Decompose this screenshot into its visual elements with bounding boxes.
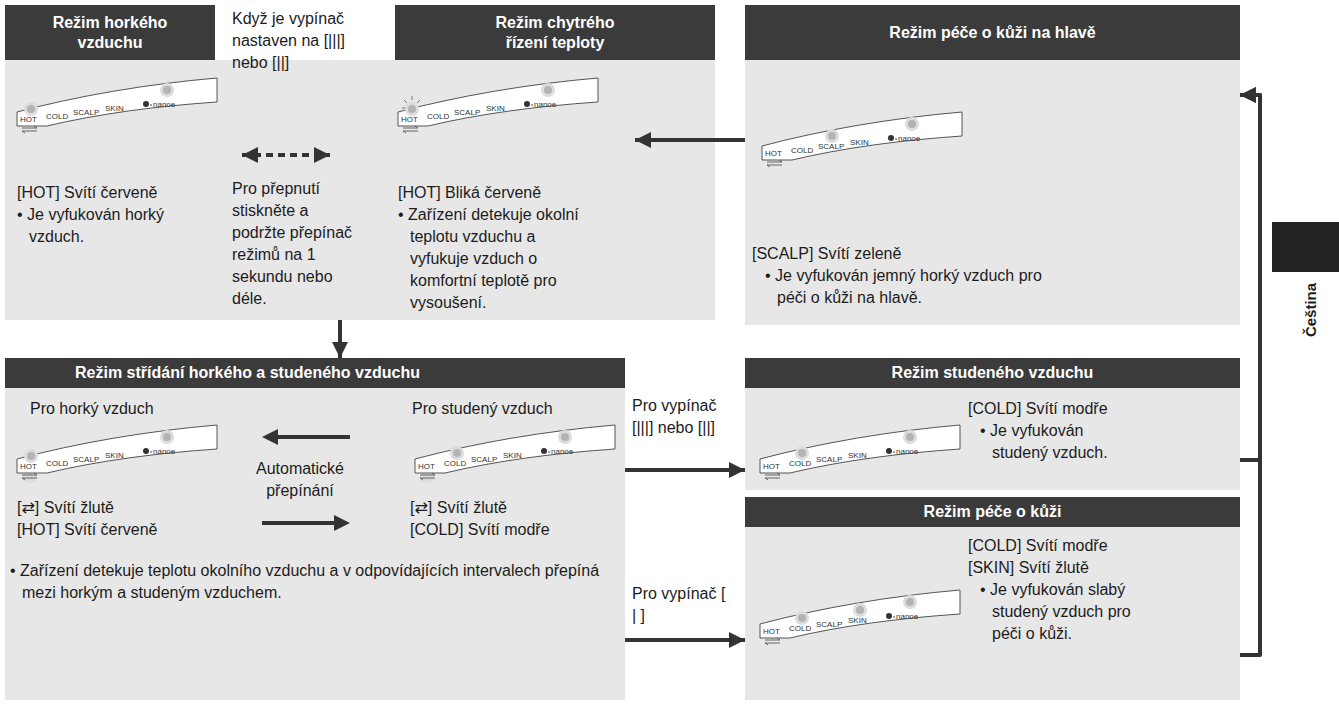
indicator-label: HOT (401, 115, 418, 124)
indicator-label: SCALP (454, 108, 480, 117)
indicator-status: [SCALP] Svítí zeleně (752, 243, 1012, 265)
indicator-label: SKIN (850, 138, 869, 147)
indicator-label: SKIN (105, 451, 124, 460)
indicator-label: nanoe (896, 447, 918, 456)
switch-note: Automatické přepínání (245, 458, 355, 502)
mode-box: Režim péče o kůži [COLD] Svítí modře[SKIN… (745, 497, 1240, 700)
indicator-panel (17, 78, 217, 133)
mode-description: • Zařízení detekuje teplotu okolního vzd… (10, 560, 610, 604)
flow-arrow (635, 138, 745, 142)
mode-panel (745, 60, 1240, 325)
dashed-double-arrow (242, 153, 330, 157)
flow-arrow (1240, 95, 1260, 655)
mode-description: • Zařízení detekuje okolní teplotu vzduc… (398, 204, 583, 314)
connector-label: Pro vypínač [|||] nebo [||] (632, 395, 732, 439)
mode-heading: Režim péče o kůži na hlavě (745, 5, 1240, 60)
indicator-label: COLD (427, 112, 449, 121)
indicator-label: nanoe (551, 447, 573, 456)
indicator-label: SCALP (816, 620, 842, 629)
indicator-panel (760, 425, 960, 480)
indicator-label: SCALP (471, 455, 497, 464)
indicator-label: nanoe (153, 447, 175, 456)
indicator-status: [COLD] Svítí modře (968, 535, 1188, 557)
indicator-label: SCALP (73, 108, 99, 117)
indicator-label: nanoe (153, 100, 175, 109)
mode-description: • Je vyfukován horký vzduch. (17, 204, 217, 248)
indicator-panel (398, 78, 598, 133)
indicator-panel (762, 112, 962, 167)
connector-label: Když je vypínač nastaven na [|||] nebo [… (232, 8, 357, 74)
indicator-label: COLD (46, 112, 68, 121)
indicator-status: [⇄] Svítí žlutě (410, 497, 610, 519)
indicator-label: SCALP (73, 455, 99, 464)
mode-heading: Režim chytrého řízení teploty (395, 5, 715, 60)
indicator-label: COLD (789, 459, 811, 468)
indicator-status: [SKIN] Svítí žlutě (968, 557, 1188, 579)
mode-description: • Je vyfukován slabý studený vzduch pro … (980, 579, 1140, 645)
indicator-label: HOT (763, 462, 780, 471)
language-tab-label: Čeština (1301, 265, 1321, 355)
indicator-label: COLD (791, 146, 813, 155)
flow-arrow (625, 638, 745, 642)
language-tab (1272, 222, 1339, 272)
indicator-label: nanoe (534, 100, 556, 109)
mode-heading: Režim horkého vzduchu (5, 5, 215, 60)
connector-label: Pro vypínač [ | ] (632, 583, 732, 627)
indicator-label: HOT (418, 462, 435, 471)
indicator-label: SCALP (816, 455, 842, 464)
indicator-status: [HOT] Svítí červeně (17, 519, 217, 541)
mode-box: Režim střídání horkého a studeného vzduc… (5, 358, 625, 700)
mode-panel (745, 527, 1240, 700)
indicator-status: [⇄] Svítí žlutě (17, 497, 217, 519)
indicator-label: HOT (765, 149, 782, 158)
flow-arrow (338, 320, 342, 358)
indicator-status: [COLD] Svítí modře (410, 519, 610, 541)
indicator-label: SCALP (818, 142, 844, 151)
flow-arrow (1240, 95, 1260, 460)
indicator-label: COLD (46, 459, 68, 468)
indicator-label: SKIN (848, 451, 867, 460)
indicator-status: [HOT] Bliká červeně (398, 182, 618, 204)
indicator-label: HOT (20, 462, 37, 471)
indicator-label: SKIN (503, 451, 522, 460)
indicator-panel (760, 590, 960, 645)
indicator-status: [COLD] Svítí modře (968, 398, 1188, 420)
sub-state-heading: Pro studený vzduch (412, 398, 602, 420)
switch-instruction: Pro přepnutí stiskněte a podržte přepína… (232, 178, 354, 310)
indicator-label: SKIN (486, 104, 505, 113)
indicator-label: COLD (444, 459, 466, 468)
indicator-label: nanoe (898, 134, 920, 143)
indicator-panel (415, 425, 615, 483)
mode-box: Režim studeného vzduchu [COLD] Svítí modř… (745, 358, 1240, 490)
mode-description: • Je vyfukován jemný horký vzduch pro pé… (765, 265, 1065, 309)
mode-box: Režim horkého vzduchu [HOT] Svítí červeně… (5, 5, 242, 320)
mode-heading: Režim péče o kůži (745, 497, 1240, 527)
indicator-panel (17, 425, 217, 483)
mode-panel (5, 388, 625, 700)
indicator-label: HOT (20, 115, 37, 124)
mode-box: Režim péče o kůži na hlavě [SCALP] Svítí … (745, 5, 1240, 325)
mode-panel (5, 60, 715, 320)
mode-box: Režim chytrého řízení teploty[HOT] Bliká… (330, 5, 635, 320)
indicator-label: SKIN (105, 104, 124, 113)
mode-heading: Režim střídání horkého a studeného vzduc… (5, 358, 625, 388)
mode-description: • Je vyfukován studený vzduch. (980, 420, 1130, 464)
indicator-label: SKIN (848, 616, 867, 625)
indicator-status: [HOT] Svítí červeně (17, 182, 237, 204)
indicator-label: COLD (789, 624, 811, 633)
mode-panel (745, 388, 1240, 490)
sub-state-heading: Pro horký vzduch (30, 398, 210, 420)
indicator-label: HOT (763, 627, 780, 636)
flow-arrow (625, 468, 745, 472)
auto-switch-arrows (262, 429, 350, 531)
indicator-label: nanoe (896, 612, 918, 621)
mode-heading: Režim studeného vzduchu (745, 358, 1240, 388)
